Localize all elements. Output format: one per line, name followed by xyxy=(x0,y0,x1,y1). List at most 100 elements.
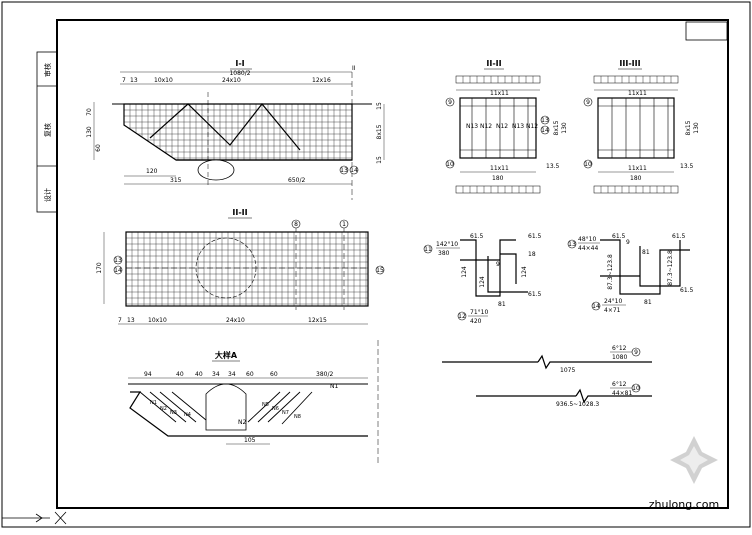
section-2-bar-1: N13 xyxy=(466,123,478,130)
section-3-dim-3: 130 xyxy=(693,122,700,134)
section-2-marker-13: 13 xyxy=(541,117,549,124)
detail-a-dim-3: 40 xyxy=(195,371,203,378)
rebar-10-dim: 936.5~1028.3 xyxy=(556,401,599,408)
rebar-13-spec: 48°10 xyxy=(578,236,596,243)
detail-a-dim-1: 94 xyxy=(144,371,152,378)
plan-view: II-II 170 8 1 13 14 15 7 13 10x10 24x10 … xyxy=(96,208,385,325)
plan-marker-8: 8 xyxy=(294,221,298,228)
section-1-cut-mark: II xyxy=(352,65,356,72)
plan-seg-2: 13 xyxy=(127,317,135,324)
rebar-13-top-left: 61.5 xyxy=(612,233,626,240)
section-1-seg-2: 13 xyxy=(130,77,138,84)
detail-a-bar-label: N7 xyxy=(282,410,289,416)
section-1-bent-bars xyxy=(149,103,301,151)
rebar-11-c: 124 xyxy=(461,266,468,278)
title-block-label-2: 复核 xyxy=(43,123,52,137)
section-1-dim-left-1: 70 xyxy=(86,108,93,116)
detail-a-dim-2: 40 xyxy=(176,371,184,378)
section-3-marker-9: 9 xyxy=(586,99,590,106)
section-2-view: II-II 11x11 N13 N12 N12 N13 N12 9 10 13 … xyxy=(445,59,568,194)
section-3-dim-5: 13.5 xyxy=(680,163,694,170)
detail-a-bars xyxy=(139,391,313,425)
section-2-dim-5: 13.5 xyxy=(546,163,560,170)
rebar-13-top-right: 61.5 xyxy=(672,233,686,240)
section-2-marker-9: 9 xyxy=(448,99,452,106)
section-2-dim-2: 11x11 xyxy=(490,165,509,172)
detail-a-arch xyxy=(205,383,247,431)
rebar-14-b: 81 xyxy=(644,299,652,306)
section-1-seg-5: 12x16 xyxy=(312,77,331,84)
rebar-11-top-right: 61.5 xyxy=(528,233,542,240)
detail-a-dim-9: 105 xyxy=(244,437,256,444)
section-3-view: III-III 11x11 9 10 8x15 130 13.5 11x11 1… xyxy=(583,59,700,194)
rebar-12-spec: 71°10 xyxy=(470,309,488,316)
detail-a-bar-label: N5 xyxy=(262,402,269,408)
section-1-opening xyxy=(197,159,235,181)
section-1-dim-left-2: 130 xyxy=(86,126,93,138)
detail-a-outline xyxy=(129,391,368,437)
section-2-title: II-II xyxy=(486,59,501,68)
title-block-label-1: 审核 xyxy=(43,63,52,77)
rebar-12-len: 420 xyxy=(470,318,482,325)
section-2-bar-5: N12 xyxy=(526,123,538,130)
detail-a-bar-label: N4 xyxy=(184,412,191,418)
section-2-bar-4: N13 xyxy=(512,123,524,130)
plan-seg-3: 10x10 xyxy=(148,317,167,324)
section-1-view: I-I II 1080/2 7 13 10x10 24x10 12x16 70 … xyxy=(86,59,385,200)
detail-a-n1: N1 xyxy=(330,383,338,390)
section-1-marker-14: 14 xyxy=(350,167,358,174)
title-block-label-3: 设计 xyxy=(43,188,52,202)
section-3-dim-4: 8x15 xyxy=(685,120,692,135)
plan-marker-14: 14 xyxy=(114,267,122,274)
origin-arrow xyxy=(2,511,67,525)
detail-a-bar-label: N1 xyxy=(150,400,157,406)
rebar-14-marker: 14 xyxy=(592,303,600,310)
section-1-dim-right-1: 15 xyxy=(376,102,383,110)
plan-outline xyxy=(125,231,369,307)
rebar-11-top-left: 61.5 xyxy=(470,233,484,240)
section-1-seg-3: 10x10 xyxy=(154,77,173,84)
rebar-13-b: 81 xyxy=(642,249,650,256)
section-1-dim-bottom-b: 315 xyxy=(170,177,182,184)
section-1-dim-left-3: 60 xyxy=(95,144,102,152)
section-3-dim-2: 11x11 xyxy=(628,165,647,172)
section-2-bar-2: N12 xyxy=(480,123,492,130)
section-2-bar-3: N12 xyxy=(496,123,508,130)
section-1-dim-bottom-a: 120 xyxy=(146,168,158,175)
section-2-marker-10: 10 xyxy=(446,161,454,168)
section-1-seg-4: 24x10 xyxy=(222,77,241,84)
plan-marker-1: 1 xyxy=(342,221,346,228)
rebar-13-14-view: 13 48°10 44×44 61.5 61.5 9 81 87.3~123.8… xyxy=(567,233,694,314)
watermark-text: zhulong.com xyxy=(649,498,719,511)
detail-a-n2: N2 xyxy=(238,419,246,426)
section-2-outline xyxy=(459,97,537,159)
plan-seg-5: 12x15 xyxy=(308,317,327,324)
watermark-logo xyxy=(670,436,718,484)
section-1-seg-1: 7 xyxy=(122,77,126,84)
detail-a-dim-5: 34 xyxy=(228,371,236,378)
section-1-dim-right-3: 15 xyxy=(376,156,383,164)
inner-border xyxy=(56,19,729,509)
rebar-13-c: 61.5 xyxy=(680,287,694,294)
rebar-13-a: 9 xyxy=(626,239,630,246)
section-3-dim-180: 180 xyxy=(630,175,642,182)
rebar-11-d: 61.5 xyxy=(528,291,542,298)
section-2-dim-180: 180 xyxy=(492,175,504,182)
rebar-13-v1: 87.3~123.8 xyxy=(607,254,614,290)
rebar-11-f: 81 xyxy=(498,301,506,308)
rebar-12-marker: 12 xyxy=(458,313,466,320)
rebar-11-e: 124 xyxy=(479,276,486,288)
section-2-dim-1: 11x11 xyxy=(490,90,509,97)
section-3-title: III-III xyxy=(619,59,640,68)
rebar-14-spec: 24°10 xyxy=(604,298,622,305)
detail-a-bar-label: N8 xyxy=(294,414,301,420)
title-block: 审核 复核 设计 xyxy=(36,51,58,213)
section-1-dim-top: 1080/2 xyxy=(229,70,250,77)
section-3-outline xyxy=(597,97,675,159)
section-1-mesh xyxy=(124,104,352,160)
rebar-10-len: 44×81 xyxy=(612,390,632,397)
rebar-13-marker: 13 xyxy=(568,241,576,248)
rebar-10-spec: 6°12 xyxy=(612,381,627,388)
